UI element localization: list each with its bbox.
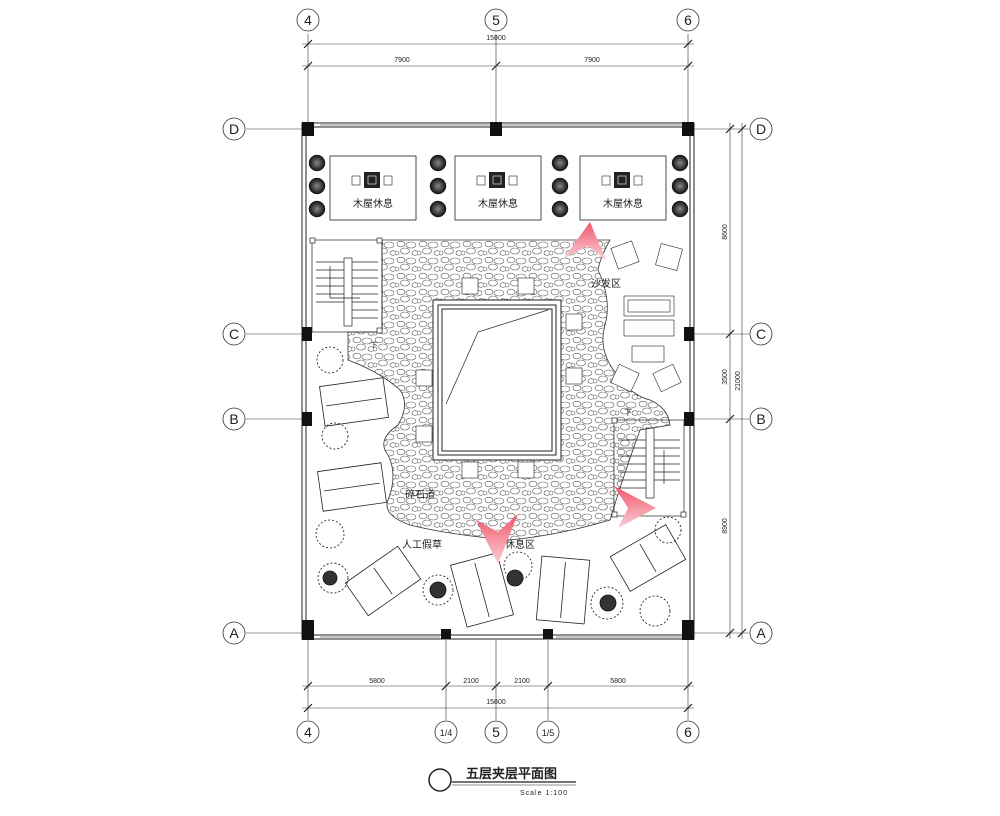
shrub-clusters: [308, 154, 689, 218]
sofa-area-label: 沙发区: [591, 277, 621, 290]
cabin-left: 木屋休息: [329, 155, 417, 221]
axis-label-right-d: D: [756, 121, 766, 137]
axis-label-left-c: C: [229, 326, 239, 342]
dim-right-middle: 3500: [722, 369, 729, 385]
view-arrows: [476, 222, 656, 564]
cabin-center: 木屋休息: [454, 155, 542, 221]
dim-bottom-seg-1: 5800: [369, 678, 385, 685]
axis-label-bottom-2: 1/4: [440, 728, 453, 738]
drawing-title: 五层夹层平面图: [466, 766, 557, 782]
axis-label-left-a: A: [229, 625, 239, 641]
axis-label-bottom-5: 6: [684, 724, 692, 740]
drawing-title-block: 五层夹层平面图 Scale 1:100: [428, 766, 576, 797]
grid-lines: [246, 34, 749, 720]
dim-bottom-total: 15800: [486, 699, 506, 706]
axis-label-left-d: D: [229, 121, 239, 137]
dim-right-bottom: 8900: [722, 518, 729, 534]
dim-right-total: 21000: [735, 371, 742, 391]
view-arrow-up: [564, 222, 606, 260]
axis-label-bottom-1: 4: [304, 724, 312, 740]
axis-label-right-a: A: [756, 625, 766, 641]
stair-right: [611, 417, 687, 518]
artificial-turf-label: 人工假草: [402, 538, 442, 551]
cabin-center-label: 木屋休息: [478, 197, 518, 210]
stair-right-down-label: 下: [624, 408, 632, 417]
axis-label-bottom-4: 1/5: [542, 728, 555, 738]
dim-right-top: 8600: [722, 224, 729, 240]
cabin-right: 木屋休息: [579, 155, 667, 221]
stair-left-down-label: 下: [370, 341, 378, 350]
gravel-path-label: 碎石道: [405, 488, 435, 501]
trees: [315, 346, 682, 627]
axis-label-top-3: 6: [684, 12, 692, 28]
structural-columns: [302, 122, 694, 640]
axis-bubbles: [222, 8, 773, 744]
cabin-right-label: 木屋休息: [603, 197, 643, 210]
view-arrow-right: [614, 486, 656, 528]
dim-top-left: 7900: [394, 57, 410, 64]
axis-label-left-b: B: [229, 411, 238, 427]
dim-bottom-seg-3: 2100: [514, 678, 530, 685]
dim-top-total: 15800: [486, 35, 506, 42]
axis-label-top-2: 5: [492, 12, 500, 28]
axis-label-right-b: B: [756, 411, 765, 427]
dim-bottom-seg-4: 5800: [610, 678, 626, 685]
dimension-ticks: [303, 39, 747, 713]
central-atrium: [432, 299, 562, 461]
rest-area-label: 休息区: [505, 538, 535, 551]
cabin-left-label: 木屋休息: [353, 197, 393, 210]
dim-top-right: 7900: [584, 57, 600, 64]
view-arrow-down: [476, 514, 518, 564]
drawing-scale: Scale 1:100: [520, 790, 568, 797]
stair-left: [309, 237, 383, 334]
axis-label-right-c: C: [756, 326, 766, 342]
sofa-area-furniture: [610, 240, 683, 393]
dim-bottom-seg-2: 2100: [463, 678, 479, 685]
lounge-decks: [317, 377, 687, 628]
planter-squares: [415, 277, 583, 479]
axis-label-top-1: 4: [304, 12, 312, 28]
axis-label-bottom-3: 5: [492, 724, 500, 740]
title-marker: [428, 768, 452, 792]
